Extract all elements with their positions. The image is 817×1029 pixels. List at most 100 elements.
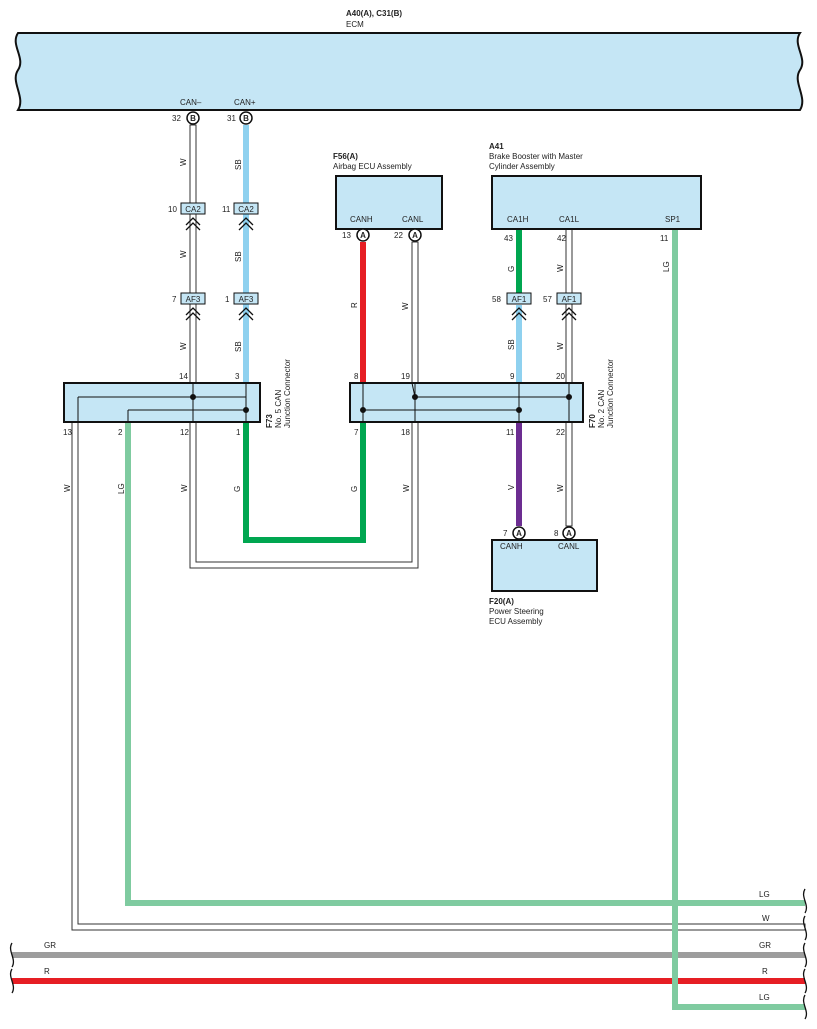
wire-ecm-can-minus bbox=[189, 124, 197, 384]
f73-pin-3: 3 bbox=[235, 372, 240, 381]
power-steering-ecu-box bbox=[491, 539, 598, 592]
ps-name-1: Power Steering bbox=[489, 607, 544, 616]
airbag-conn-a-l: A bbox=[408, 228, 422, 242]
af1-label-right: AF1 bbox=[562, 295, 577, 304]
brake-ca1h-label: CA1H bbox=[507, 215, 529, 224]
brake-name-1: Brake Booster with Master bbox=[489, 152, 583, 161]
f70-pin-9: 9 bbox=[510, 372, 515, 381]
brake-sp1-label: SP1 bbox=[665, 215, 681, 224]
ca2-label-right: CA2 bbox=[238, 205, 254, 214]
ecm-can-minus-label: CAN– bbox=[180, 98, 202, 107]
brake-pin-11: 11 bbox=[660, 234, 669, 243]
f73-internal-bus bbox=[77, 383, 249, 422]
ecm-box bbox=[14, 32, 804, 111]
af1-pin-57: 57 bbox=[543, 295, 552, 304]
wire-lg-sp1 bbox=[672, 229, 805, 1010]
wire-brake-ca1l bbox=[565, 228, 573, 384]
wire-label-sb-3: SB bbox=[234, 341, 243, 352]
brake-pin-43: 43 bbox=[504, 234, 513, 243]
connector-af1-left: AF1 bbox=[506, 292, 532, 305]
brake-booster-box bbox=[491, 175, 702, 230]
brake-ca1l-label: CA1L bbox=[559, 215, 580, 224]
ecm-name: ECM bbox=[346, 20, 364, 29]
wire-green-loop bbox=[243, 422, 366, 543]
ecm-conn-letter-minus: B bbox=[190, 114, 196, 123]
ps-pin-7: 7 bbox=[503, 529, 508, 538]
f70-pin-8: 8 bbox=[354, 372, 359, 381]
airbag-conn-letter-h: A bbox=[360, 231, 366, 240]
airbag-ecu-box bbox=[335, 175, 443, 230]
wire-label-w-5: W bbox=[556, 264, 565, 272]
af3-chevrons bbox=[185, 307, 254, 321]
wire-label-w-7: W bbox=[63, 484, 72, 492]
f70-pin-7: 7 bbox=[354, 428, 359, 437]
brake-code: A41 bbox=[489, 142, 504, 151]
ps-canh-label: CANH bbox=[500, 542, 523, 551]
ecm-can-plus-label: CAN+ bbox=[234, 98, 256, 107]
af1-label-left: AF1 bbox=[512, 295, 527, 304]
ps-conn-letter-h: A bbox=[516, 529, 522, 538]
f73-name-2: Junction Connector bbox=[283, 359, 292, 428]
wire-label-sb-4: SB bbox=[507, 339, 516, 350]
connector-af3-left: AF3 bbox=[180, 292, 206, 305]
brake-name-2: Cylinder Assembly bbox=[489, 162, 555, 171]
wire-label-g-3: G bbox=[350, 486, 359, 492]
af1-pin-58: 58 bbox=[492, 295, 501, 304]
af3-pin-1: 1 bbox=[225, 295, 230, 304]
wire-label-sb: SB bbox=[234, 159, 243, 170]
bus-label-gr-left: GR bbox=[44, 941, 56, 950]
f70-pin-18: 18 bbox=[401, 428, 410, 437]
f73-pin-14: 14 bbox=[179, 372, 188, 381]
ecm-conn-b-plus: B bbox=[239, 111, 253, 125]
airbag-pin-13: 13 bbox=[342, 231, 351, 240]
wire-label-g: G bbox=[507, 266, 516, 272]
wire-label-w: W bbox=[179, 158, 188, 166]
ecm-pin-32: 32 bbox=[172, 114, 181, 123]
af3-label-left: AF3 bbox=[186, 295, 201, 304]
wire-label-sb-2: SB bbox=[234, 251, 243, 262]
connector-ca2-left: CA2 bbox=[180, 202, 206, 215]
ps-conn-a-h: A bbox=[512, 526, 526, 540]
bus-label-lg-2: LG bbox=[759, 993, 770, 1002]
f73-pin-1: 1 bbox=[236, 428, 241, 437]
ps-code: F20(A) bbox=[489, 597, 514, 606]
brake-pin-42: 42 bbox=[557, 234, 566, 243]
wire-white-loop bbox=[189, 421, 419, 569]
wire-label-r: R bbox=[350, 302, 359, 308]
wire-label-w-2: W bbox=[179, 250, 188, 258]
ecm-pin-31: 31 bbox=[227, 114, 236, 123]
ps-conn-letter-l: A bbox=[566, 529, 572, 538]
bus-label-r-left: R bbox=[44, 967, 50, 976]
bus-label-lg-1: LG bbox=[759, 890, 770, 899]
ca2-pin-11: 11 bbox=[222, 205, 231, 214]
f70-junction-box bbox=[349, 382, 584, 423]
wire-label-g-2: G bbox=[233, 486, 242, 492]
f73-code: F73 bbox=[265, 414, 274, 428]
connector-af3-right: AF3 bbox=[233, 292, 259, 305]
wire-label-w-10: W bbox=[556, 484, 565, 492]
wire-label-w-4: W bbox=[401, 302, 410, 310]
f70-pin-11: 11 bbox=[506, 428, 515, 437]
connector-ca2-right: CA2 bbox=[233, 202, 259, 215]
f70-name-2: Junction Connector bbox=[606, 359, 615, 428]
bus-label-w: W bbox=[762, 914, 770, 923]
ps-name-2: ECU Assembly bbox=[489, 617, 542, 626]
ecm-code: A40(A), C31(B) bbox=[346, 9, 402, 18]
f73-name-1: No. 5 CAN bbox=[274, 390, 283, 428]
af3-pin-7: 7 bbox=[172, 295, 177, 304]
f73-junction-box bbox=[63, 382, 261, 423]
wire-label-lg: LG bbox=[662, 261, 671, 272]
ca2-pin-10: 10 bbox=[168, 205, 177, 214]
wire-w-long bbox=[71, 421, 806, 931]
ecm-conn-b-minus: B bbox=[186, 111, 200, 125]
wire-label-lg-2: LG bbox=[117, 483, 126, 494]
bus-label-gr-right: GR bbox=[759, 941, 771, 950]
ps-canl-label: CANL bbox=[558, 542, 580, 551]
airbag-conn-a-h: A bbox=[356, 228, 370, 242]
wire-label-w-8: W bbox=[180, 484, 189, 492]
bus-label-r-right: R bbox=[762, 967, 768, 976]
airbag-conn-letter-l: A bbox=[412, 231, 418, 240]
ps-conn-a-l: A bbox=[562, 526, 576, 540]
wire-ps-canl bbox=[565, 421, 573, 527]
